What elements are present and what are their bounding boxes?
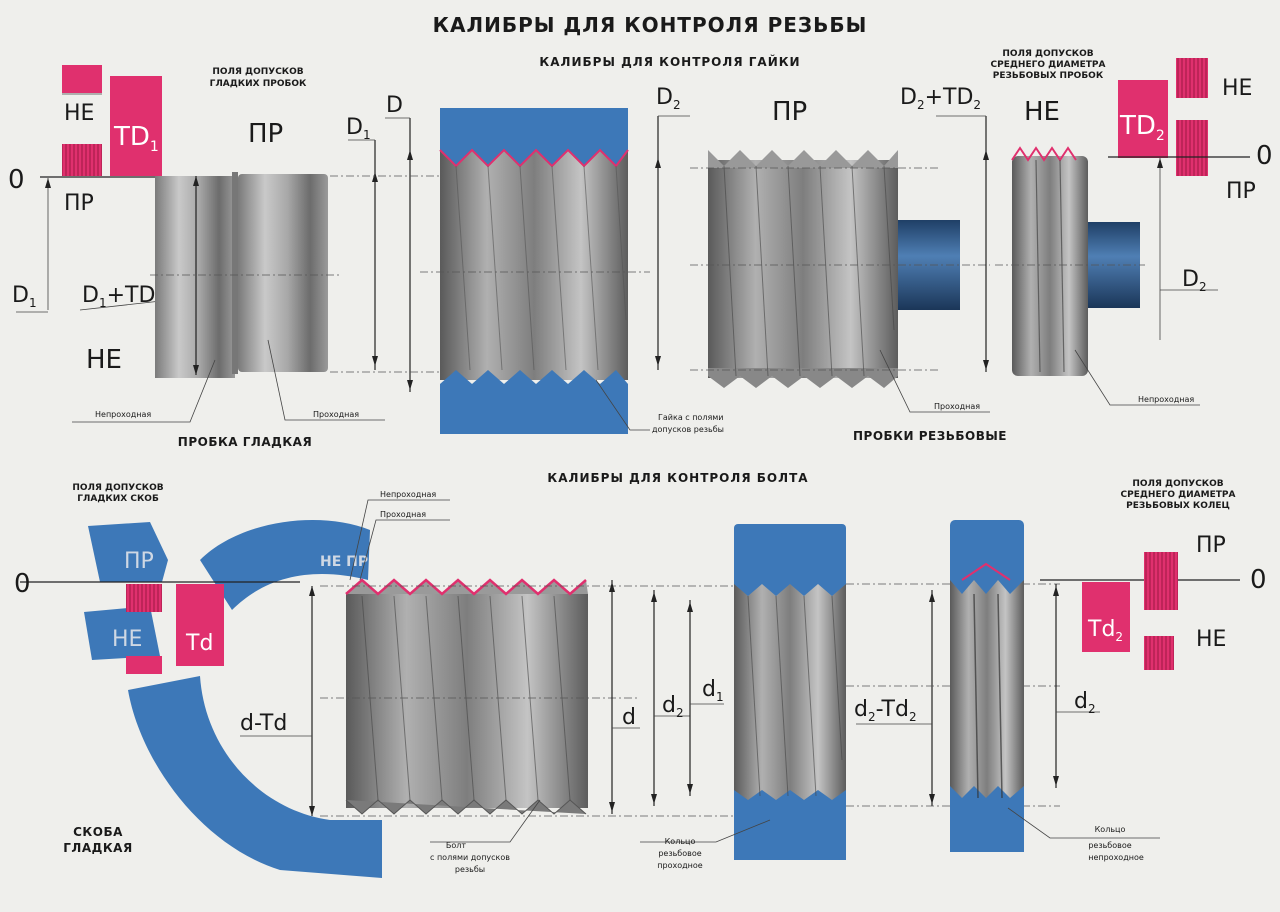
smooth-gauge-zones-caption-1: ПОЛЯ ДОПУСКОВ [72,483,163,493]
zone-ne-bottom-right: НЕ [1196,627,1226,652]
d-minus-td-label: d-Td [240,711,287,736]
label-bolt-3: резьбы [455,865,485,874]
thread-plug-zones-caption-1: ПОЛЯ ДОПУСКОВ [1002,49,1093,59]
td1-label: TD1 [113,122,159,155]
label-nonpass-plug: Непроходная [95,410,151,419]
zone-pr-right-label: ПР [1226,179,1256,204]
label-ring-pass-3: проходное [657,861,702,870]
d2-right-bottom-label: d2 [1074,689,1096,716]
d2-plus-td2-label: D2+TD2 [900,85,981,112]
thread-plug-tolerance-zones [1108,58,1250,340]
thread-ring-pass [640,524,846,860]
zone-pr-label: ПР [64,191,94,216]
dimension-d2-right [1053,584,1100,788]
stamp-ne-pr: НЕ ПР [320,554,368,570]
dimension-d2-mid [655,115,690,370]
thread-nonpass-plug [995,146,1200,406]
d-mid-label: D [386,93,403,118]
zero-line-label-left: 0 [8,165,25,195]
label-bolt-1: Болт [446,841,466,850]
ring-zones-caption-3: РЕЗЬБОВЫХ КОЛЕЦ [1126,501,1230,511]
smooth-plug-zones-caption-1: ПОЛЯ ДОПУСКОВ [212,67,303,77]
dimension-d1-d [330,117,440,392]
smooth-plug-gauge [72,172,385,423]
label-ring-nonpass-2: резьбовое [1088,841,1131,850]
caption-smooth-plug: ПРОБКА ГЛАДКАЯ [178,435,312,449]
zero-line-bottom-left: 0 [14,569,31,599]
label-nonpass-gauge: Непроходная [380,490,436,499]
label-ring-nonpass-1: Кольцо [1095,825,1126,834]
caption-gauge-2: ГЛАДКАЯ [63,841,132,855]
d1-left-label: D1 [12,283,37,310]
bolt-section-title: КАЛИБРЫ ДЛЯ КОНТРОЛЯ БОЛТА [547,471,808,485]
smooth-plug-tolerance-zones [16,65,191,313]
d1-mid-label: D1 [346,115,371,142]
thread-plug-zones-caption-2: СРЕДНЕГО ДИАМЕТРА [991,60,1106,70]
label-ring-pass-1: Кольцо [665,837,696,846]
thread-pass-plug [690,150,990,413]
ring-zones-caption-1: ПОЛЯ ДОПУСКОВ [1132,479,1223,489]
label-pass-plug: Проходная [313,410,359,419]
label-bolt-2: с полями допусков [430,853,510,862]
ne-plug-label: НЕ [86,345,122,375]
ring-tolerance-zones [1040,552,1240,670]
d2-right-label: D2 [1182,267,1207,294]
dimension-d2-td2 [936,115,989,372]
td-label: Td [185,631,213,656]
pr-thread-plug-label: ПР [772,97,807,127]
smooth-snap-gauge [20,520,382,878]
bolt-section [320,578,740,843]
d1-label: d1 [702,677,724,704]
caption-thread-plugs: ПРОБКИ РЕЗЬБОВЫЕ [853,429,1007,443]
smooth-plug-zones-caption-2: ГЛАДКИХ ПРОБОК [210,79,307,89]
td2-bottom-label: Td2 [1087,617,1123,644]
dimension-d-td [240,586,315,816]
dimension-d-d2-d1 [609,580,724,814]
pr-plug-label: ПР [248,119,283,149]
zone-ne-right-label: НЕ [1222,76,1252,101]
poster-title: КАЛИБРЫ ДЛЯ КОНТРОЛЯ РЕЗЬБЫ [433,13,868,37]
label-nut-2: допусков резьбы [652,425,724,434]
zone-ne-label: НЕ [64,101,94,126]
label-thread-pass: Проходная [934,402,980,411]
d-label: d [622,705,636,730]
thread-ring-nonpass [950,520,1160,852]
smooth-gauge-zones-caption-2: ГЛАДКИХ СКОБ [77,494,159,504]
label-thread-nonpass: Непроходная [1138,395,1194,404]
stamp-ne: НЕ [112,627,142,652]
zone-pr-bottom-right: ПР [1196,533,1226,558]
caption-gauge-1: СКОБА [73,825,123,839]
label-ring-nonpass-3: непроходное [1088,853,1144,862]
d1-plus-td1-label: D1+TD1 [82,283,163,310]
label-nut-1: Гайка с полями [658,413,723,422]
ring-zones-caption-2: СРЕДНЕГО ДИАМЕТРА [1121,490,1236,500]
label-pass-gauge: Проходная [380,510,426,519]
ne-thread-plug-label: НЕ [1024,97,1060,127]
nut-section [420,108,650,434]
nut-section-title: КАЛИБРЫ ДЛЯ КОНТРОЛЯ ГАЙКИ [539,54,800,69]
td2-label: TD2 [1119,111,1165,144]
zero-line-label-right: 0 [1256,141,1273,171]
d2-minus-td2-label: d2-Td2 [854,697,917,724]
d2-label: d2 [662,693,684,720]
stamp-pr: ПР [124,549,154,574]
d2-mid-label: D2 [656,85,681,112]
thread-plug-zones-caption-3: РЕЗЬБОВЫХ ПРОБОК [993,71,1104,81]
zero-line-bottom-right: 0 [1250,565,1267,595]
label-ring-pass-2: резьбовое [658,849,701,858]
